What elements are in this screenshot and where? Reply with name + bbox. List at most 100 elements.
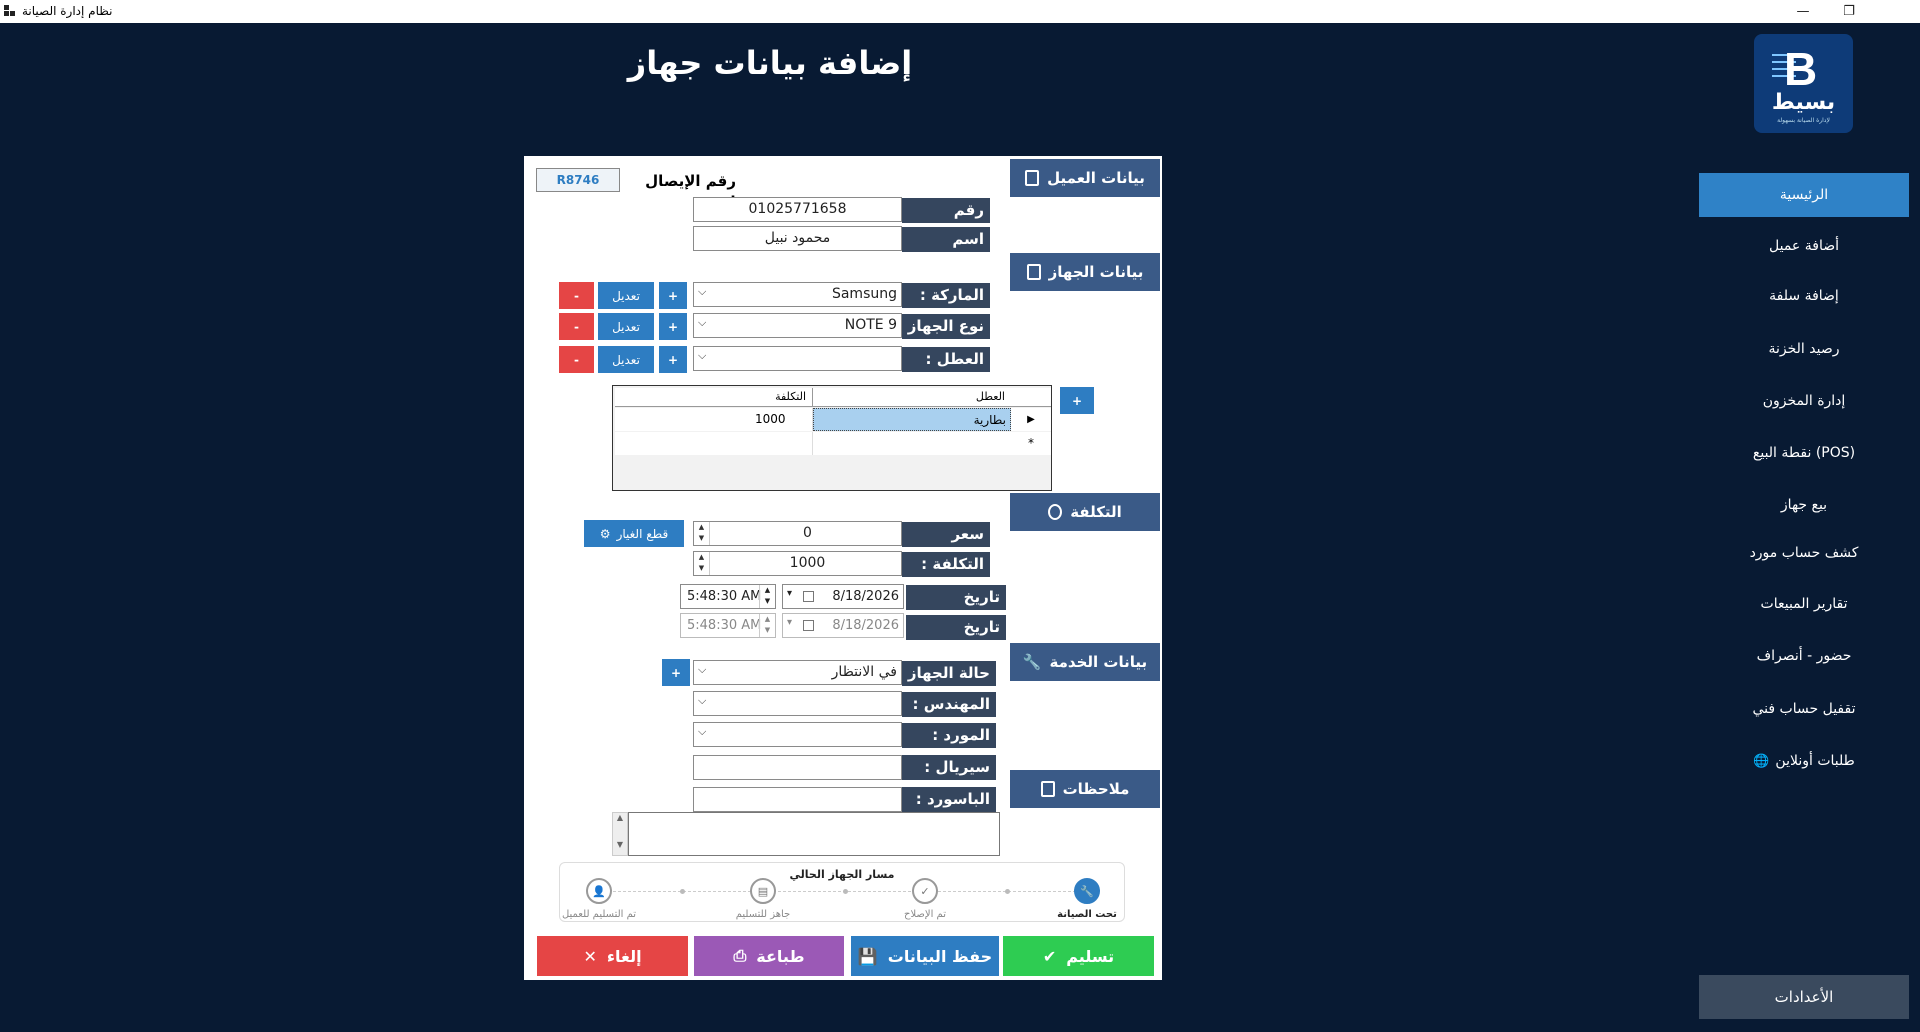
sidebar-item-sell-device[interactable]: بيع جهاز: [1780, 497, 1828, 513]
cost-value: 1000: [789, 555, 826, 571]
receipt-number: R8746: [536, 168, 620, 192]
serial-field[interactable]: [693, 755, 902, 780]
device-status-value: في الانتظار: [831, 664, 897, 680]
spare-parts-button[interactable]: قطع الغيار ⚙: [584, 520, 684, 547]
sidebar-item-inventory[interactable]: إدارة المخزون: [1762, 393, 1846, 409]
edit-brand-button[interactable]: تعديل: [598, 282, 654, 309]
step-delivered: تم التسليم للعميل: [561, 909, 637, 920]
cost-spinner[interactable]: ▲▼ 1000: [693, 551, 902, 576]
part-price-spinner[interactable]: ▲▼ 0: [693, 521, 902, 546]
money-bag-icon: [1048, 504, 1063, 520]
device-form-panel: رقم الإيصال : R8746 بيانات العميل بيانات…: [524, 156, 1162, 980]
chevron-down-icon: ⌵: [698, 316, 707, 329]
engineer-select[interactable]: ⌵: [693, 691, 902, 716]
progress-dot: [843, 889, 848, 894]
gears-icon: ⚙: [599, 526, 611, 541]
section-customer-header: بيانات العميل: [1010, 159, 1160, 197]
progress-dot: [680, 889, 685, 894]
receive-time-picker[interactable]: 5:48:30 AM ▲▼: [680, 584, 776, 609]
fault-select[interactable]: ⌵: [693, 346, 902, 371]
receive-date-checkbox[interactable]: [803, 591, 814, 602]
delivery-date-checkbox[interactable]: [803, 620, 814, 631]
section-notes-header: ملاحظات: [1010, 770, 1160, 808]
sidebar-item-home[interactable]: الرئيسية: [1699, 173, 1909, 217]
device-status-label: حالة الجهاز :: [902, 661, 996, 707]
edit-fault-button[interactable]: تعديل: [598, 346, 654, 373]
spinner-arrows-icon[interactable]: ▲▼: [759, 585, 775, 608]
document-icon: [1026, 264, 1041, 280]
edit-device-type-button[interactable]: تعديل: [598, 313, 654, 340]
window-titlebar: نظام إدارة الصيانة — ❐: [0, 0, 1920, 23]
sidebar-item-online-orders[interactable]: طلبات أونلاين 🌐: [1699, 739, 1909, 783]
add-fault-button[interactable]: +: [659, 346, 687, 373]
add-device-type-button[interactable]: +: [659, 313, 687, 340]
window-title: نظام إدارة الصيانة: [22, 4, 113, 18]
receive-date-picker[interactable]: 8/18/2026 ▾: [782, 584, 904, 609]
sidebar-item-supplier-statement[interactable]: كشف حساب مورد: [1749, 545, 1859, 561]
receive-date-value: 8/18/2026: [832, 589, 899, 604]
delete-fault-button[interactable]: -: [559, 346, 594, 373]
restore-button[interactable]: ❐: [1843, 4, 1855, 19]
grid-cell-cost[interactable]: 1000: [615, 408, 813, 431]
sidebar-item-close-tech-account[interactable]: تقفيل حساب فني: [1752, 701, 1856, 717]
close-icon: ✕: [583, 946, 597, 966]
delete-device-type-button[interactable]: -: [559, 313, 594, 340]
save-button[interactable]: حفظ البيانات 💾: [851, 936, 999, 976]
section-notes-title: ملاحظات: [1062, 780, 1130, 798]
phone-label: رقم الهاتف :: [902, 198, 990, 244]
row-selector-icon: ▶: [1011, 408, 1051, 431]
delete-brand-button[interactable]: -: [559, 282, 594, 309]
page-title: إضافة بيانات جهاز: [627, 44, 913, 82]
supplier-select[interactable]: ⌵: [693, 722, 902, 747]
spinner-arrows-icon[interactable]: ▲▼: [694, 552, 710, 575]
deliver-label: تسليم: [1066, 946, 1115, 966]
document-icon: [1025, 170, 1040, 186]
sidebar-item-attendance[interactable]: حضور - أنصراف: [1756, 648, 1852, 664]
section-device-header: بيانات الجهاز: [1010, 253, 1160, 291]
brand-select[interactable]: Samsung ⌵: [693, 282, 902, 307]
spinner-arrows-icon[interactable]: ▲▼: [694, 522, 710, 545]
add-brand-button[interactable]: +: [659, 282, 687, 309]
sidebar-item-add-customer[interactable]: أضافة عميل: [1769, 238, 1839, 254]
print-button[interactable]: طباعة ⎙: [694, 936, 844, 976]
wrench-icon: 🔧: [1022, 653, 1042, 671]
new-row-icon: *: [1011, 432, 1051, 455]
notes-textarea[interactable]: [628, 812, 1000, 856]
progress-line: [598, 891, 1086, 892]
supplier-label: المورد :: [902, 723, 996, 748]
engineer-label: المهندس :: [902, 692, 996, 717]
grid-new-row-fault[interactable]: [813, 432, 1011, 455]
customer-name-field[interactable]: محمود نبيل: [693, 226, 902, 251]
sidebar-item-treasury-balance[interactable]: رصيد الخزنة: [1768, 341, 1840, 357]
section-service-title: بيانات الخدمة: [1049, 653, 1148, 671]
password-label: الباسورد :: [902, 787, 996, 812]
deliver-button[interactable]: تسليم ✔: [1003, 936, 1154, 976]
customer-name-label: اسم العميل: [902, 227, 990, 273]
password-field[interactable]: [693, 787, 902, 812]
device-type-select[interactable]: NOTE 9 ⌵: [693, 313, 902, 338]
chevron-down-icon: ▾: [787, 617, 793, 628]
add-status-button[interactable]: +: [662, 659, 690, 686]
delivery-time-picker[interactable]: 5:48:30 AM ▲▼: [680, 613, 776, 638]
spinner-arrows-icon[interactable]: ▲▼: [759, 614, 775, 637]
globe-icon: 🌐: [1753, 753, 1770, 769]
sidebar-item-pos[interactable]: (POS) نقطة البيع: [1752, 445, 1856, 461]
progress-title: مسار الجهاز الحالي: [789, 868, 895, 881]
section-service-header: بيانات الخدمة 🔧: [1010, 643, 1160, 681]
ready-box-icon: ▤: [750, 878, 776, 904]
settings-button[interactable]: الأعدادات: [1699, 975, 1909, 1019]
add-fault-row-button[interactable]: +: [1060, 387, 1094, 414]
chevron-down-icon: ⌵: [698, 694, 707, 707]
minimize-button[interactable]: —: [1796, 4, 1810, 19]
faults-grid: التكلفة العطل 1000 بطارية ▶ *: [612, 385, 1052, 491]
sidebar-item-add-advance[interactable]: إضافة سلفة: [1769, 288, 1839, 304]
phone-field[interactable]: 01025771658: [693, 197, 902, 222]
cancel-button[interactable]: إلغاء ✕: [537, 936, 688, 976]
delivery-date-picker[interactable]: 8/18/2026 ▾: [782, 613, 904, 638]
grid-cell-fault[interactable]: بطارية: [813, 408, 1011, 431]
circuit-lines-icon: [1772, 54, 1796, 84]
notes-scrollbar[interactable]: ▲▼: [612, 812, 628, 856]
sidebar-item-sales-reports[interactable]: تقارير المبيعات: [1760, 596, 1848, 612]
device-status-select[interactable]: في الانتظار ⌵: [693, 660, 902, 685]
grid-new-row-cost[interactable]: [615, 432, 813, 455]
